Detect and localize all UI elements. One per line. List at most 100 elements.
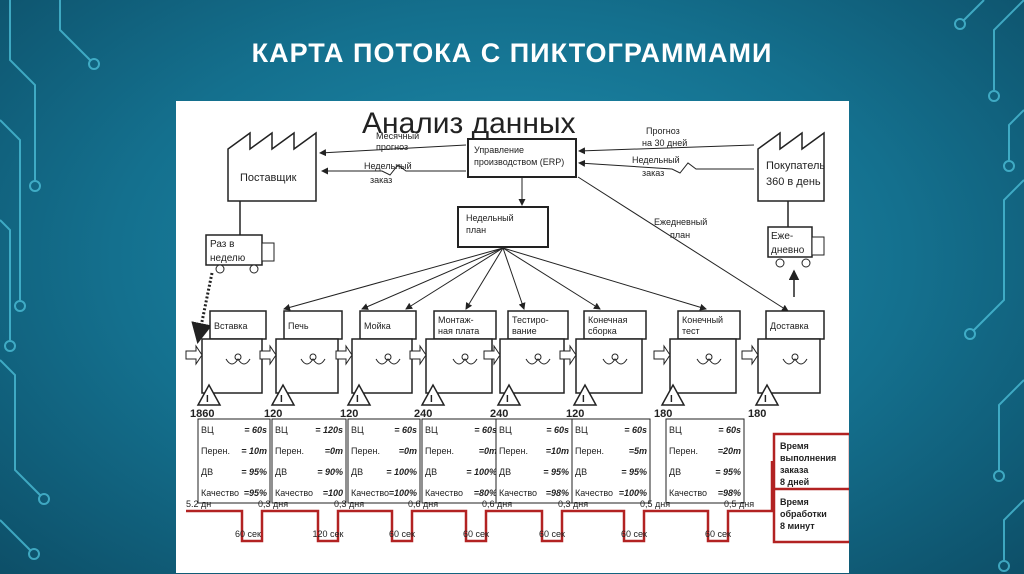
schedule-arrows	[283, 247, 707, 311]
inventory-count-3: 120	[340, 408, 358, 420]
inventory-triangle-icon-4	[420, 383, 446, 406]
data-label-4-2: Перен.	[425, 446, 454, 456]
truck-right-2: дневно	[771, 245, 805, 256]
data-label-3-3: ДВ	[351, 467, 363, 477]
timeline-wait-7: 0,5 дня	[640, 499, 670, 509]
inventory-i-7: I	[670, 394, 673, 405]
truck-left-2: неделю	[210, 253, 246, 264]
data-box-6	[571, 418, 651, 504]
push-arrow-icon-4	[409, 344, 427, 366]
timeline-wait-6: 0,3 дня	[558, 499, 588, 509]
process-header-2	[283, 310, 343, 340]
timeline-process-5: 60 сек	[539, 529, 565, 539]
data-label-7-1: ВЦ	[669, 425, 682, 435]
process-box-6	[575, 338, 643, 394]
inventory-count-7: 180	[654, 408, 672, 420]
data-value-5-4: =98%	[546, 488, 569, 498]
data-value-1-3: = 95%	[241, 467, 267, 477]
operator-head-5	[534, 353, 542, 361]
operator-icon-6	[602, 358, 628, 365]
process-header-8	[765, 310, 825, 340]
customer-factory-icon	[757, 131, 825, 202]
operator-icon-5	[525, 358, 551, 365]
data-value-1-4: =95%	[244, 488, 267, 498]
data-value-6-2: =5m	[629, 446, 647, 456]
data-label-4-3: ДВ	[425, 467, 437, 477]
operator-icon-2	[300, 358, 326, 365]
data-label-4-1: ВЦ	[425, 425, 438, 435]
inventory-i-1: I	[206, 394, 209, 405]
timeline-process-6: 60 сек	[621, 529, 647, 539]
push-arrow-icon-8	[741, 344, 759, 366]
process-name-7-2: тест	[682, 326, 700, 336]
weekly-plan-2: план	[466, 225, 486, 235]
operator-head-8	[791, 353, 799, 361]
timeline-wait-2: 0,3 дня	[258, 499, 288, 509]
slide-title: КАРТА ПОТОКА С ПИКТОГРАММАМИ	[251, 38, 773, 68]
customer-label-1: Покупатель	[766, 160, 825, 172]
process-name-5-2: вание	[512, 326, 537, 336]
data-label-7-3: ДВ	[669, 467, 681, 477]
circuit-decoration-right	[954, 0, 1024, 572]
weekly-order-left-2: заказ	[370, 175, 392, 185]
data-label-4-4: Качество	[425, 488, 463, 498]
data-value-2-4: =100	[323, 488, 343, 498]
process-header-5	[507, 310, 569, 340]
weekly-order-left-1: Недельный	[364, 161, 412, 171]
lead-time-4: 8 дней	[780, 477, 809, 487]
operator-head-3	[384, 353, 392, 361]
data-label-7-2: Перен.	[669, 446, 698, 456]
data-box-3	[347, 418, 421, 504]
inventory-triangle-icon-2	[270, 383, 296, 406]
process-name-6-2: сборка	[588, 326, 617, 336]
data-label-2-2: Перен.	[275, 446, 304, 456]
process-box-7	[669, 338, 737, 394]
inventory-count-5: 240	[490, 408, 508, 420]
inventory-count-1: 1860	[190, 408, 214, 420]
data-box-2	[271, 418, 347, 504]
data-value-3-4: =100%	[389, 488, 417, 498]
inventory-count-6: 120	[566, 408, 584, 420]
timeline-wait-4: 0,6 дня	[408, 499, 438, 509]
data-value-3-2: =0m	[399, 446, 417, 456]
data-box-1	[197, 418, 271, 504]
data-label-2-4: Качество	[275, 488, 313, 498]
data-label-3-2: Перен.	[351, 446, 380, 456]
data-label-5-3: ДВ	[499, 467, 511, 477]
timeline-wait-1: 5.2 дн	[186, 499, 211, 509]
process-name-4-2: ная плата	[438, 326, 479, 336]
daily-plan-2: план	[670, 230, 690, 240]
inventory-i-4: I	[430, 394, 433, 405]
processing-time-3: 8 минут	[780, 521, 815, 531]
data-value-5-3: = 95%	[543, 467, 569, 477]
push-arrow-icon-6	[559, 344, 577, 366]
data-label-1-3: ДВ	[201, 467, 213, 477]
process-name-3-1: Мойка	[364, 321, 391, 331]
data-value-7-1: = 60s	[718, 425, 741, 435]
data-value-3-3: = 100%	[386, 467, 417, 477]
process-box-4	[425, 338, 493, 394]
data-box-7	[665, 418, 745, 504]
data-value-2-1: = 120s	[315, 425, 343, 435]
data-value-4-1: = 60s	[474, 425, 497, 435]
daily-plan-1: Ежедневный	[654, 217, 707, 227]
erp-label-2: производством (ERP)	[474, 157, 564, 167]
timeline-process-1: 60 сек	[235, 529, 261, 539]
operator-head-6	[611, 353, 619, 361]
lead-time-1: Время	[780, 441, 809, 451]
data-value-5-2: =10m	[546, 446, 569, 456]
process-box-2	[275, 338, 339, 394]
data-label-6-4: Качество	[575, 488, 613, 498]
inventory-triangle-icon-5	[496, 383, 522, 406]
inventory-i-5: I	[506, 394, 509, 405]
process-name-5-1: Тестиро-	[512, 315, 549, 325]
data-label-3-1: ВЦ	[351, 425, 364, 435]
data-label-7-4: Качество	[669, 488, 707, 498]
erp-label-1: Управление	[474, 145, 524, 155]
forecast-30-1: Прогноз	[646, 126, 680, 136]
data-value-1-1: = 60s	[244, 425, 267, 435]
timeline-wait-5: 0,6 дня	[482, 499, 512, 509]
process-box-8	[757, 338, 821, 394]
inventory-i-6: I	[582, 394, 585, 405]
push-arrow-icon-1	[185, 344, 203, 366]
